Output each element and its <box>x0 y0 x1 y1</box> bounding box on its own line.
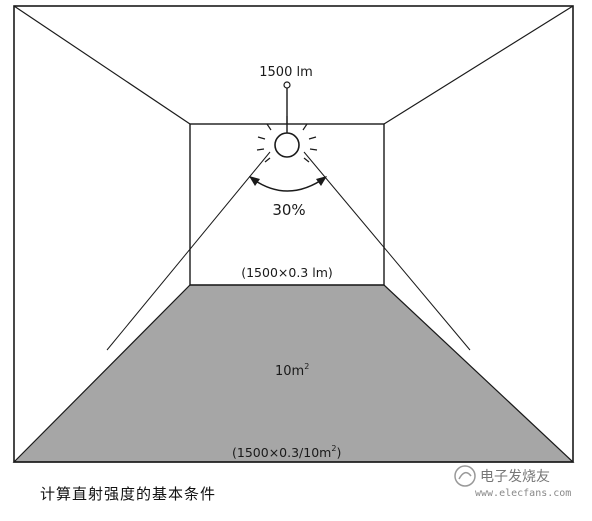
ceiling-edge-left <box>13 5 191 125</box>
lamp-hook <box>283 81 291 89</box>
light-ray-left <box>106 151 271 351</box>
lamp-flux-label: 1500 lm <box>259 65 313 80</box>
watermark-logo-icon <box>454 465 476 487</box>
watermark-text: 电子发烧友 <box>480 469 550 485</box>
arc-arrowhead-right <box>316 176 327 186</box>
arc-arrowhead-left <box>249 176 260 186</box>
beam-angle-label: 30% <box>272 201 305 219</box>
lamp-glow-marks <box>256 116 318 163</box>
watermark-url: www.elecfans.com <box>475 488 572 499</box>
room-outer-frame <box>13 5 574 463</box>
ceiling-edge-right <box>383 5 574 125</box>
back-wall-flux-label: (1500×0.3 lm) <box>241 265 333 280</box>
light-ray-right <box>303 151 471 351</box>
watermark-logo-mark <box>458 471 472 480</box>
beam-angle-arc <box>249 176 327 192</box>
floor-area-label: 10m2 <box>275 362 309 379</box>
floor-illuminance-label: (1500×0.3/10m2) <box>232 444 341 460</box>
lamp-bulb <box>274 132 300 158</box>
figure-caption: 计算直射强度的基本条件 <box>40 485 217 503</box>
